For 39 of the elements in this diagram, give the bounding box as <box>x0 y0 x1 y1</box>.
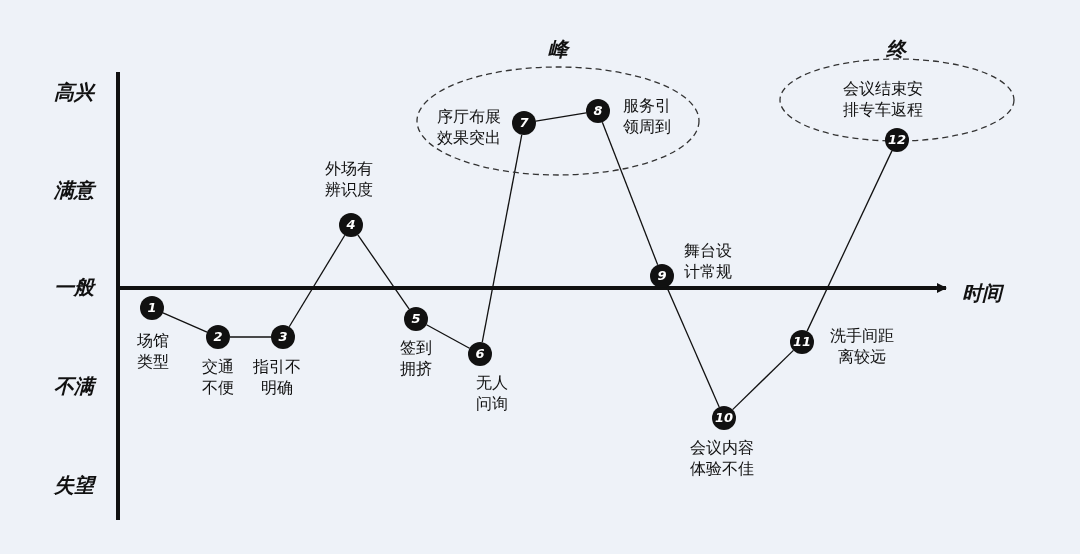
step-caption: 序厅布展效果突出 <box>436 106 502 148</box>
step-caption: 舞台设计常规 <box>683 240 733 282</box>
step-caption: 交通不便 <box>201 356 235 398</box>
step-number-circle: 6 <box>468 342 492 366</box>
step-number-circle: 7 <box>512 111 536 135</box>
step-number-circle: 1 <box>140 296 164 320</box>
connector-line <box>601 121 659 266</box>
group-heading: 终 <box>886 36 906 63</box>
connector-line <box>535 112 587 122</box>
step-number-circle: 12 <box>885 128 909 152</box>
connector-line <box>229 336 272 338</box>
step-number-circle: 5 <box>404 307 428 331</box>
connector-line <box>357 234 410 310</box>
connector-line <box>425 324 471 349</box>
step-number-circle: 11 <box>790 330 814 354</box>
connector-line <box>288 234 346 328</box>
step-number-circle: 3 <box>271 325 295 349</box>
step-number-circle: 8 <box>586 99 610 123</box>
rating-level-label: 一般 <box>54 274 94 301</box>
axis-title: 时间 <box>962 280 1002 307</box>
step-number-circle: 4 <box>339 213 363 237</box>
step-caption: 场馆类型 <box>136 330 170 372</box>
step-number-circle: 2 <box>206 325 230 349</box>
group-heading: 峰 <box>548 36 568 63</box>
step-number-circle: 9 <box>650 264 674 288</box>
step-caption: 无人问询 <box>475 372 509 414</box>
step-caption: 外场有辨识度 <box>324 158 374 200</box>
step-number-circle: 10 <box>712 406 736 430</box>
step-caption: 服务引领周到 <box>622 95 672 137</box>
step-caption: 指引不明确 <box>252 356 302 398</box>
step-caption: 洗手间距离较远 <box>829 325 895 367</box>
rating-level-label: 高兴 <box>54 79 94 106</box>
step-caption: 签到拥挤 <box>399 337 433 379</box>
connector-line <box>162 312 208 333</box>
connector-line <box>481 134 523 343</box>
step-caption: 会议内容体验不佳 <box>689 437 755 479</box>
connector-line <box>731 349 795 411</box>
connector-line <box>806 150 893 332</box>
step-caption: 会议结束安排专车返程 <box>842 78 924 120</box>
